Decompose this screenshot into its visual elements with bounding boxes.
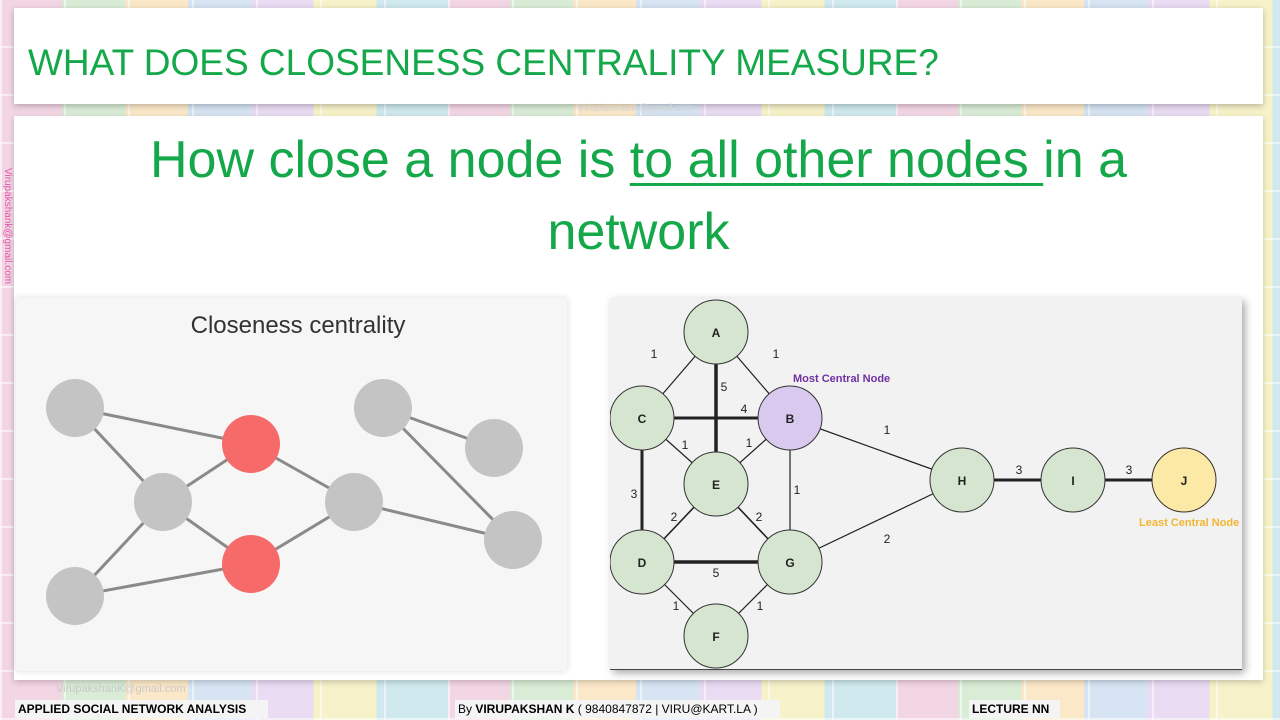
gray-node: [354, 379, 412, 437]
node-i: [1040, 447, 1106, 513]
title-box: WHAT DOES CLOSENESS CENTRALITY MEASURE?: [14, 8, 1263, 104]
node-label-a: A: [712, 326, 721, 340]
heading-line2: network: [547, 203, 730, 261]
footer-author: By VIRUPAKSHAN K ( 9840847872 | VIRU@KAR…: [455, 700, 780, 718]
weight-e-g: 2: [756, 510, 763, 524]
weight-a-e: 5: [721, 380, 728, 394]
footer-by: By: [458, 702, 476, 716]
most-central-label: Most Central Node: [793, 373, 890, 385]
least-central-label: Least Central Node: [1139, 517, 1239, 529]
node-h: [929, 447, 995, 513]
watermark-side: Virupakshank@gmail.com: [2, 168, 13, 285]
illustration-edge: [74, 562, 252, 598]
node-label-b: B: [786, 412, 795, 426]
node-label-c: C: [638, 412, 647, 426]
footer-contact: ( 9840847872 | VIRU@KART.LA ): [574, 702, 758, 716]
weight-c-d: 3: [631, 487, 638, 501]
weighted-network: 1 1 5 4 1 1 1 3 2 2 1 2 5 1 1 3 3: [609, 298, 1242, 670]
heading: How close a node is to all other nodes i…: [14, 124, 1263, 268]
heading-part1: How close a node is: [149, 131, 630, 189]
gray-node: [134, 473, 192, 531]
weight-a-b: 1: [773, 347, 780, 361]
network-nodes: [609, 299, 1217, 669]
edge-weights: 1 1 5 4 1 1 1 3 2 2 1 2 5 1 1 3 3: [631, 347, 1133, 613]
footer-author-name: VIRUPAKSHAN K: [475, 702, 575, 716]
weight-e-d: 2: [671, 510, 678, 524]
closeness-illustration-svg: Closeness centrality: [46, 312, 542, 625]
node-c: [609, 385, 675, 451]
red-node: [222, 535, 280, 593]
weight-c-e: 1: [682, 438, 689, 452]
weight-i-j: 3: [1126, 463, 1133, 477]
weight-g-h: 2: [884, 532, 891, 546]
weight-d-f: 1: [673, 599, 680, 613]
illustration-edge: [381, 406, 515, 542]
illustration-nodes: [46, 379, 542, 625]
watermark-bottom: VirupakshanK@gmail.com: [56, 683, 186, 695]
weight-h-i: 3: [1016, 463, 1023, 477]
weight-b-e: 1: [746, 436, 753, 450]
node-b: [757, 385, 823, 451]
node-a: [683, 299, 749, 365]
closeness-illustration: Closeness centrality: [16, 298, 567, 671]
gray-node: [465, 419, 523, 477]
weighted-network-svg: 1 1 5 4 1 1 1 3 2 2 1 2 5 1 1 3 3: [609, 299, 1239, 669]
footer-lecture: LECTURE NN: [969, 700, 1060, 718]
gray-node: [325, 473, 383, 531]
illustration-title: Closeness centrality: [191, 312, 406, 339]
gray-node: [46, 379, 104, 437]
heading-underlined: to all other nodes: [629, 131, 1044, 189]
node-j: [1151, 447, 1217, 513]
node-label-g: G: [785, 556, 794, 570]
weight-a-c: 1: [651, 347, 658, 361]
node-d: [609, 529, 675, 595]
watermark-top: Virupakshank@gmail.com: [578, 103, 695, 114]
node-label-h: H: [958, 474, 967, 488]
node-label-j: J: [1181, 474, 1188, 488]
node-label-i: I: [1071, 474, 1074, 488]
node-label-d: D: [638, 556, 647, 570]
red-node: [222, 415, 280, 473]
weight-b-g: 1: [794, 483, 801, 497]
slide-title: WHAT DOES CLOSENESS CENTRALITY MEASURE?: [28, 42, 939, 83]
footer-course: APPLIED SOCIAL NETWORK ANALYSIS: [15, 700, 268, 718]
node-g: [757, 529, 823, 595]
weight-b-h: 1: [884, 423, 891, 437]
node-label-f: F: [712, 630, 719, 644]
gray-node: [484, 511, 542, 569]
illustration-edge: [74, 406, 252, 446]
node-labels: A B C E H I J D G F: [638, 326, 1188, 644]
node-f: [683, 603, 749, 669]
node-label-e: E: [712, 478, 720, 492]
gray-node: [46, 567, 104, 625]
node-e: [683, 451, 749, 517]
heading-part2: in a: [1043, 131, 1128, 189]
weight-g-f: 1: [757, 599, 764, 613]
weight-d-g: 5: [713, 566, 720, 580]
weight-c-b: 4: [741, 402, 748, 416]
